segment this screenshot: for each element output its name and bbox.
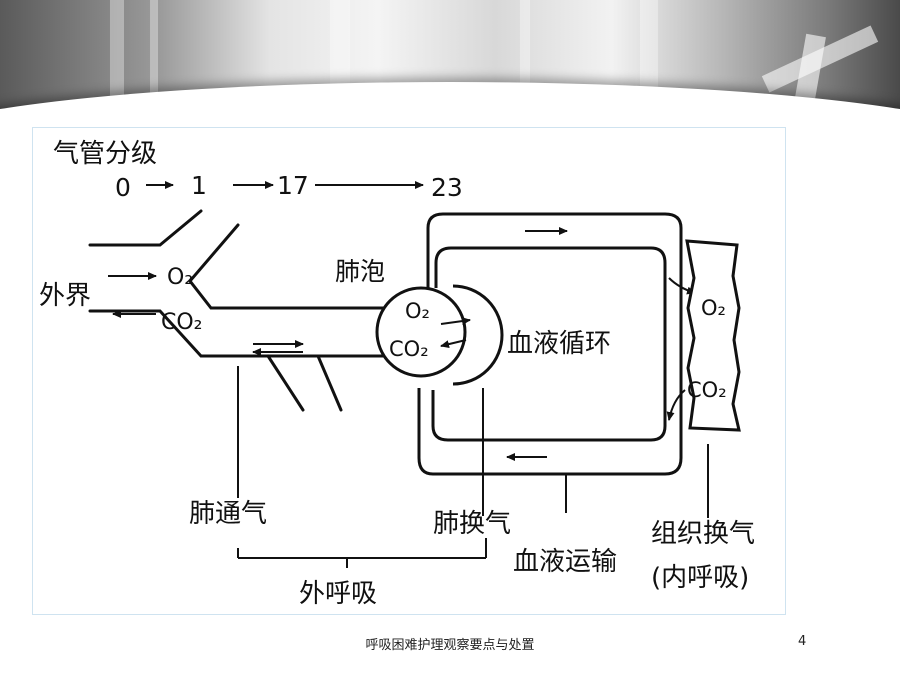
external-o2-label: O₂ xyxy=(167,265,193,290)
external-environment-label: 外界 xyxy=(39,281,91,311)
bracket-lines xyxy=(237,366,709,568)
alveolar-exchange-arrows xyxy=(440,317,471,349)
pulmonary-ventilation-label: 肺通气 xyxy=(189,499,267,529)
generation-23: 23 xyxy=(431,173,463,202)
respiration-diagram-frame: 气管分级 0 1 17 23 外界 O₂ CO₂ 肺泡 O₂ CO₂ 血液循环 … xyxy=(32,127,786,615)
blood-circulation-label: 血液循环 xyxy=(507,329,611,359)
alveolus-o2-label: O₂ xyxy=(405,299,430,323)
external-air-arrows xyxy=(108,272,157,318)
generation-17: 17 xyxy=(277,171,309,200)
internal-respiration-label: (内呼吸) xyxy=(651,563,749,593)
tissue-gas-exchange-label: 组织换气 xyxy=(651,519,755,549)
footer-title: 呼吸困难护理观察要点与处置 xyxy=(365,638,535,653)
bronchial-generations-title: 气管分级 xyxy=(53,139,157,169)
external-co2-label: CO₂ xyxy=(161,310,203,335)
external-respiration-label: 外呼吸 xyxy=(299,579,377,609)
page-number: 4 xyxy=(798,634,807,649)
ventilation-arrows xyxy=(252,340,304,356)
tissue-block xyxy=(685,239,741,432)
tissue-co2-label: CO₂ xyxy=(687,378,727,402)
generation-0: 0 xyxy=(115,173,131,202)
alveolus-label: 肺泡 xyxy=(335,257,385,286)
alveolus-co2-label: CO₂ xyxy=(389,337,429,361)
alveolus-circle xyxy=(375,286,467,378)
blood-circulation-loop xyxy=(417,212,683,476)
circulation-arrows xyxy=(506,227,696,461)
tissue-o2-label: O₂ xyxy=(701,296,726,320)
header-banner xyxy=(0,0,900,130)
generation-1: 1 xyxy=(191,171,207,200)
blood-transport-label: 血液运输 xyxy=(513,547,617,577)
pulmonary-gas-exchange-label: 肺换气 xyxy=(433,509,511,539)
respiration-diagram: 气管分级 0 1 17 23 外界 O₂ CO₂ 肺泡 O₂ CO₂ 血液循环 … xyxy=(39,139,755,609)
airway xyxy=(88,209,390,412)
